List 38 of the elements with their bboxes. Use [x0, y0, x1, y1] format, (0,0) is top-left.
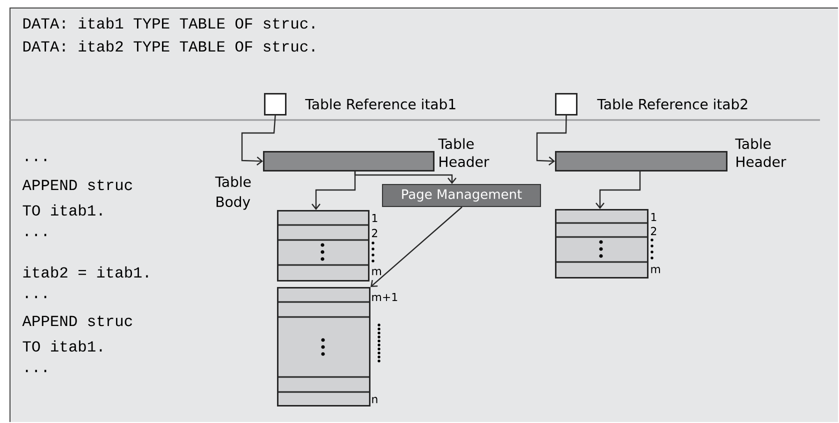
reference-square — [555, 93, 578, 116]
arrow — [354, 172, 456, 184]
code-line: APPEND struc — [22, 180, 132, 190]
page-management-box: Page Management — [382, 184, 541, 207]
row-number: m+1 — [372, 293, 398, 301]
code-line: ... — [26, 234, 46, 236]
arrow — [596, 172, 641, 209]
row-number: 1 — [372, 214, 378, 222]
code-line: TO itab1. — [22, 204, 102, 216]
row-number: 1 — [651, 213, 656, 221]
arrow — [312, 172, 356, 210]
code-line: DATA: itab2 TYPE TABLE OF struc. — [23, 40, 314, 52]
row-number: n — [372, 396, 378, 404]
code-line: ... — [26, 370, 46, 372]
header-bar — [555, 151, 728, 172]
code-line: DATA: itab1 TYPE TABLE OF struc. — [23, 17, 314, 29]
arrow — [370, 206, 462, 287]
code-line: ... — [26, 296, 46, 298]
table-body-drawing — [277, 210, 370, 282]
code-line: TO itab1. — [22, 340, 102, 352]
table-body-drawing — [555, 209, 648, 278]
reference-square — [264, 93, 286, 116]
row-number: m — [651, 266, 660, 274]
row-number: 2 — [372, 228, 378, 238]
arrow — [241, 115, 276, 166]
row-number: m — [372, 268, 381, 276]
header-label: Table Header — [438, 138, 490, 168]
code-line: APPEND struc — [22, 316, 132, 326]
reference-label: Table Reference itab1 — [305, 98, 456, 110]
arrow — [536, 115, 567, 166]
body-label: Table Body — [215, 176, 251, 210]
header-bar — [263, 151, 434, 172]
reference-label: Table Reference itab2 — [597, 98, 748, 110]
code-line: itab2 = itab1. — [23, 266, 148, 278]
row-number: 2 — [651, 226, 656, 236]
header-label: Table Header — [735, 138, 786, 168]
code-line: ... — [26, 158, 46, 162]
table-body-drawing — [277, 287, 370, 406]
